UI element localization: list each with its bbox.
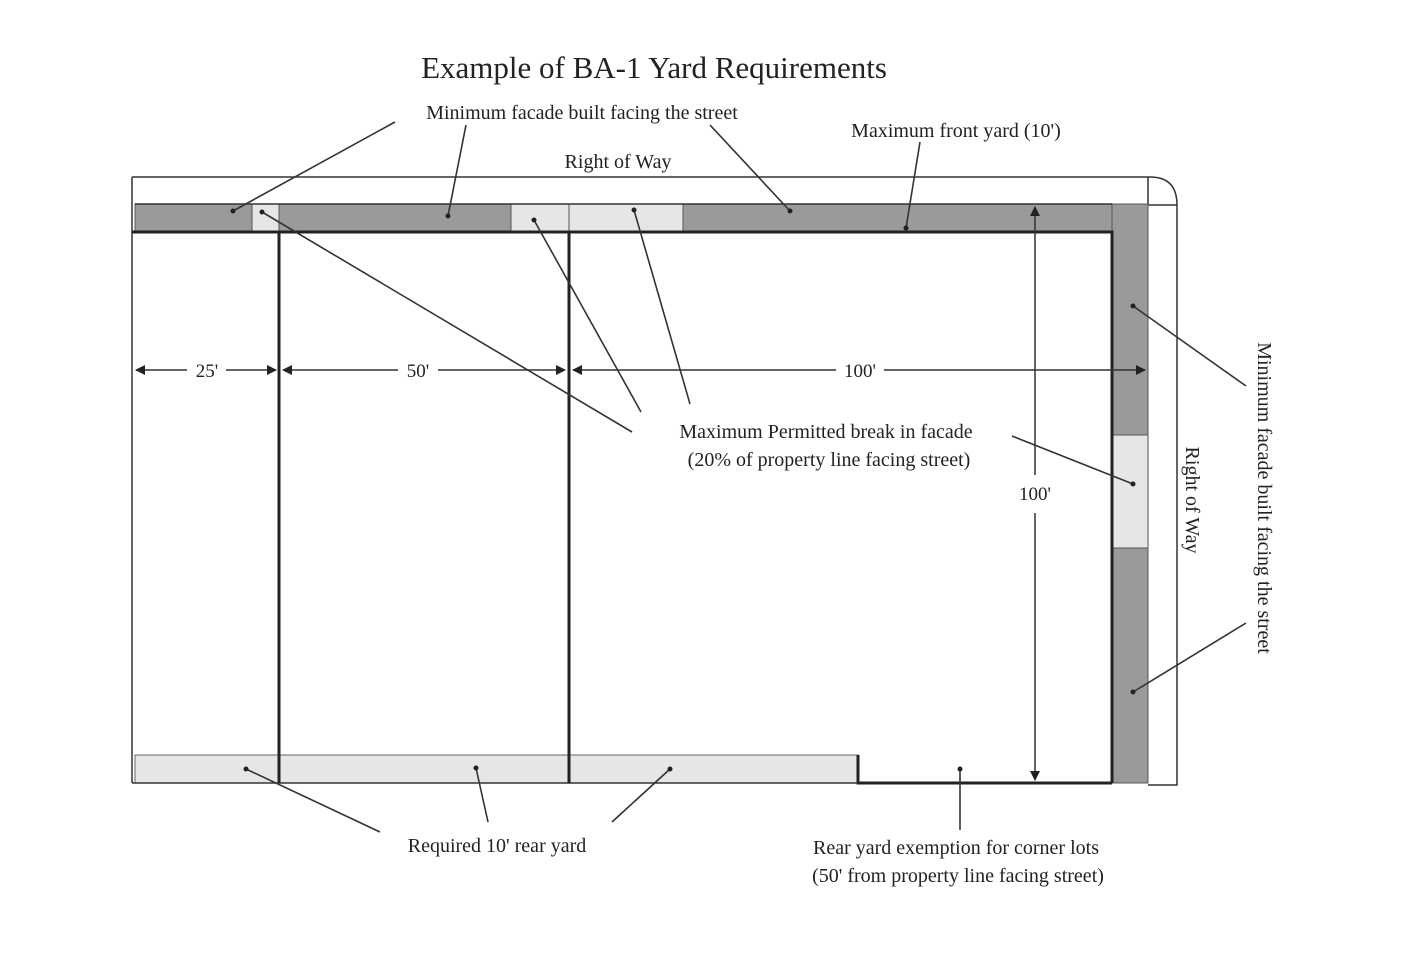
rear-yard-strip bbox=[134, 754, 859, 784]
right-facade-strip bbox=[1111, 203, 1149, 784]
label-min-facade-top: Minimum facade built facing the street bbox=[426, 102, 738, 124]
lot3-depth-label: 100' bbox=[1019, 484, 1051, 505]
label-max-front-yard: Maximum front yard (10') bbox=[851, 120, 1061, 142]
top-facade-strip bbox=[134, 203, 1113, 233]
label-right-of-way-right: Right of Way bbox=[1181, 447, 1203, 554]
label-min-facade-right: Minimum facade built facing the street bbox=[1253, 342, 1275, 654]
right-of-way-outline bbox=[132, 176, 1178, 786]
label-right-of-way-top: Right of Way bbox=[565, 151, 672, 173]
facade-built-segment bbox=[682, 203, 1113, 233]
facade-built-segment bbox=[278, 203, 512, 233]
lot3-width-label: 100' bbox=[844, 361, 876, 382]
facade-break-segment bbox=[251, 203, 280, 233]
facade-break-segment bbox=[1111, 434, 1149, 549]
leader-lines bbox=[230, 121, 1247, 833]
diagram-title: Example of BA-1 Yard Requirements bbox=[421, 50, 887, 85]
facade-built-segment bbox=[1111, 203, 1149, 436]
label-max-break-2: (20% of property line facing street) bbox=[688, 449, 971, 471]
dimension-lines: 25' 50' 100' 100' bbox=[135, 206, 1146, 781]
label-rear-exempt-1: Rear yard exemption for corner lots bbox=[813, 837, 1099, 859]
facade-built-segment bbox=[134, 203, 253, 233]
lot1-width-label: 25' bbox=[196, 361, 218, 382]
label-rear-yard: Required 10' rear yard bbox=[408, 835, 587, 857]
label-max-break-1: Maximum Permitted break in facade bbox=[679, 421, 972, 443]
facade-break-segment bbox=[510, 203, 570, 233]
label-rear-exempt-2: (50' from property line facing street) bbox=[812, 865, 1104, 887]
property-lines bbox=[131, 203, 1114, 785]
facade-break-segment bbox=[568, 203, 684, 233]
facade-built-segment bbox=[1111, 547, 1149, 784]
lot2-width-label: 50' bbox=[407, 361, 429, 382]
